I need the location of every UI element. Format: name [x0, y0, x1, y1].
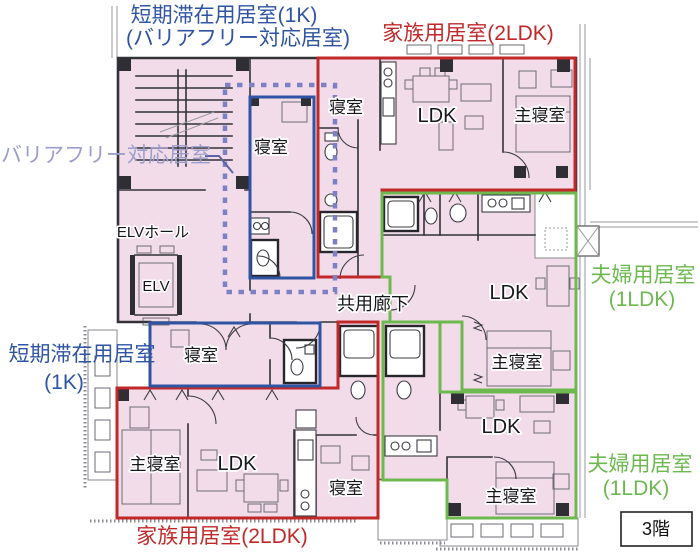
door-arcs: [187, 127, 530, 480]
unit-outline-family-top: [316, 56, 577, 279]
balcony-left: [87, 329, 118, 481]
room-label-ldk: LDK: [482, 416, 522, 438]
label-short-stay-left-line2: (1K): [44, 371, 84, 394]
room-label-ldk: LDK: [218, 453, 258, 475]
room-label-bedroom: 寝室: [254, 137, 288, 157]
unit-outline-couple-bottom: [381, 320, 578, 520]
annotation-labels: 短期滞在用居室(1K) (バリアフリー対応居室) 家族用居室(2LDK) バリア…: [1, 4, 696, 548]
room-label-corridor: 共用廊下: [337, 294, 409, 314]
unit-outlines: [115, 56, 578, 520]
label-short-stay-left-line1: 短期滞在用居室: [9, 343, 156, 366]
room-label-bedroom: 寝室: [329, 97, 363, 117]
furniture: [121, 67, 580, 515]
room-label-bedroom: 寝室: [329, 478, 363, 498]
toilet: [424, 207, 438, 225]
toilet: [256, 249, 270, 267]
balcony-bottom: [439, 517, 579, 547]
staircase: [135, 69, 233, 167]
barrier-free-leader-line: [205, 155, 234, 174]
label-couple-right-line2: (1LDK): [609, 288, 676, 311]
lower-roof-block: [377, 479, 448, 541]
reference-grid-lines: [111, 6, 698, 518]
washbasin: [449, 203, 467, 223]
room-labels: 寝室 寝室 LDK 主寝室 ELVホール ELV 共用廊下 LDK 主寝室 寝室…: [115, 95, 567, 508]
label-family-bottom: 家族用居室(2LDK): [136, 525, 308, 548]
label-short-stay-top-line2: (バリアフリー対応居室): [126, 27, 350, 50]
void-and-shaft: [534, 192, 600, 259]
label-couple-right-line1: 夫婦用居室: [591, 264, 696, 287]
unit-outline-short-stay-top: [248, 95, 316, 280]
label-barrier-free: バリアフリー対応居室: [1, 144, 211, 167]
room-label-bedroom: 寝室: [184, 345, 218, 365]
toilet: [290, 358, 304, 376]
label-couple-bottom-line1: 夫婦用居室: [588, 453, 693, 476]
room-label-master-bedroom: 主寝室: [492, 352, 543, 372]
fridge: [295, 409, 317, 429]
closet: [281, 101, 308, 123]
room-label-ldk: LDK: [490, 282, 530, 304]
floor-badge-box: [620, 511, 693, 547]
room-label-ldk: LDK: [418, 105, 458, 127]
room-label-master-bedroom: 主寝室: [130, 454, 181, 474]
unit-outline-couple-mid: [380, 191, 578, 392]
label-couple-bottom-line2: (1LDK): [603, 477, 670, 500]
washbasin: [396, 380, 412, 400]
room-label-elv-hall: ELVホール: [117, 224, 189, 241]
barrier-free-boundary: [222, 82, 338, 295]
room-label-elv: ELV: [142, 278, 169, 295]
floor-badge-text: 3階: [642, 519, 670, 539]
pillars: [117, 58, 570, 516]
label-short-stay-top-line1: 短期滞在用居室(1K): [131, 4, 318, 27]
interior-walls: [117, 57, 536, 519]
room-label-master-bedroom: 主寝室: [486, 486, 537, 506]
label-family-top: 家族用居室(2LDK): [382, 22, 554, 45]
unit-outline-short-stay-left: [148, 321, 322, 388]
washbasin: [350, 380, 366, 400]
room-label-master-bedroom: 主寝室: [515, 105, 566, 125]
elevator: [130, 245, 182, 326]
floor-badge: 3階: [620, 511, 693, 547]
unit-outline-family-bottom: [115, 320, 380, 520]
